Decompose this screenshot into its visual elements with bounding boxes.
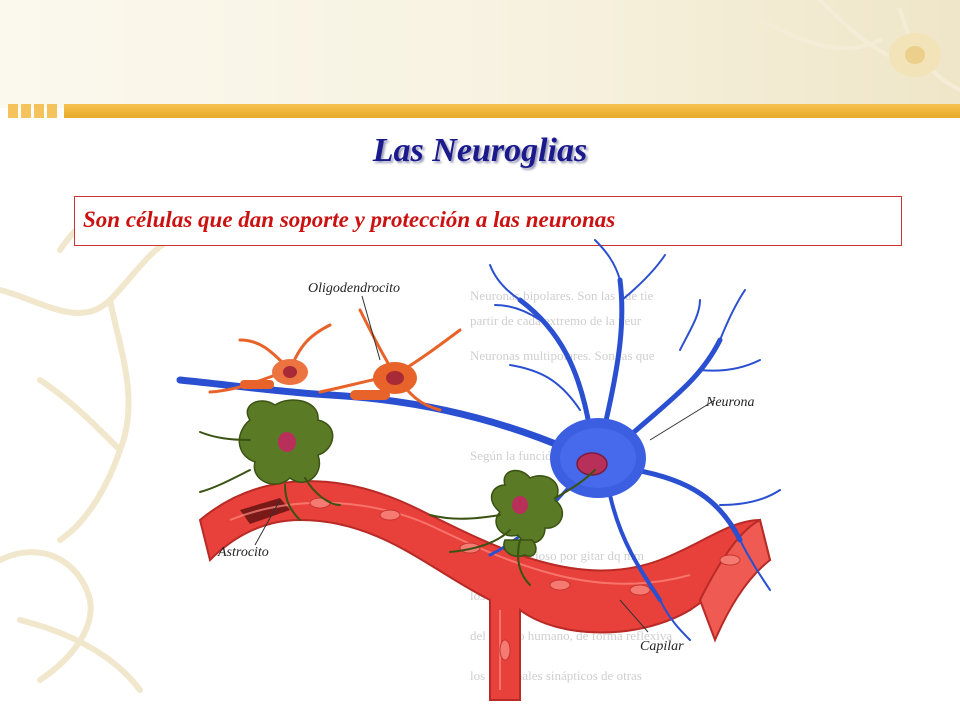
accent-bar <box>64 104 960 118</box>
label-oligodendrocito: Oligodendrocito <box>308 281 400 296</box>
accent-blocks <box>8 104 57 118</box>
label-astrocito: Astrocito <box>217 545 269 560</box>
header-accent-band <box>0 104 960 118</box>
label-pointers <box>254 295 716 633</box>
astrocyte <box>199 399 596 586</box>
oligodendrocyte <box>208 308 462 412</box>
label-neurona: Neurona <box>705 395 754 410</box>
subtitle-box: Son células que dan soporte y protección… <box>74 196 902 246</box>
capillary <box>198 480 772 701</box>
slide-subtitle: Son células que dan soporte y protección… <box>83 207 616 232</box>
slide-title: Las Neuroglias <box>372 132 588 169</box>
label-capilar: Capilar <box>640 639 684 654</box>
